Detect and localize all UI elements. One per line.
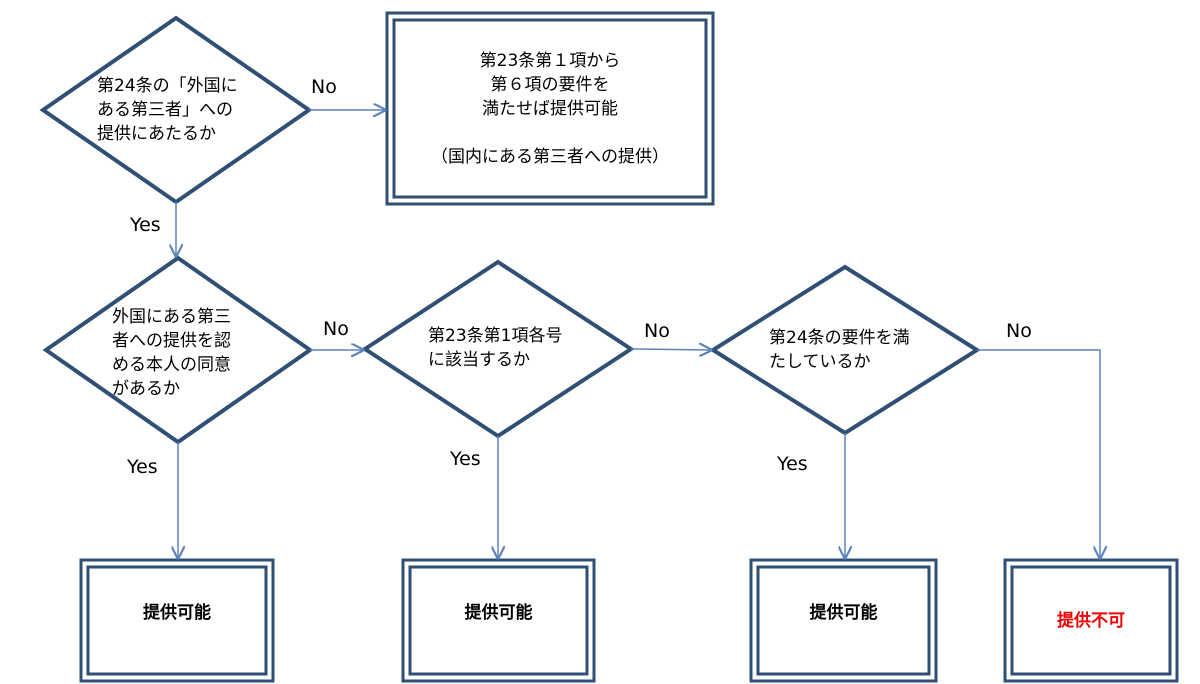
decision-q2-text: 外国にある第三 者への提供を認 める本人の同意 があるか xyxy=(112,307,231,399)
arrow-q3-no xyxy=(630,349,711,350)
edge-label-yes-3: Yes xyxy=(450,448,481,470)
result-ok-3-text: 提供可能 xyxy=(809,603,878,623)
edge-label-yes-4: Yes xyxy=(777,453,808,475)
result-ok-2-shape xyxy=(401,558,596,683)
edge-label-yes-2: Yes xyxy=(127,456,158,478)
arrow-q4-no xyxy=(977,349,1100,558)
result-ok-1-text: 提供可能 xyxy=(143,603,211,623)
result-ng-shape xyxy=(1003,558,1179,683)
edge-label-no-3: No xyxy=(644,320,670,342)
decision-q3-text: 第23条第1項各号 に該当するか xyxy=(428,326,563,370)
result-ok-3-shape xyxy=(749,558,938,683)
edge-label-yes-1: Yes xyxy=(130,214,161,236)
edge-label-no-1: No xyxy=(311,76,337,98)
result-ng-text: 提供不可 xyxy=(1057,611,1125,631)
decision-q4-text: 第24条の要件を満 たしているか xyxy=(769,328,910,372)
edge-label-no-4: No xyxy=(1006,320,1032,342)
result-ok-1-shape xyxy=(79,558,275,683)
result-ok-2-text: 提供可能 xyxy=(464,603,533,623)
domestic-box-shape xyxy=(385,11,715,206)
domestic-box-text: 第23条第１項から 第６項の要件を 満たせば提供可能 （国内にある第三者への提供… xyxy=(431,50,669,167)
decision-q1-text: 第24条の「外国に ある第三者」への 提供にあたるか xyxy=(97,76,238,144)
edge-label-no-2: No xyxy=(323,318,349,340)
